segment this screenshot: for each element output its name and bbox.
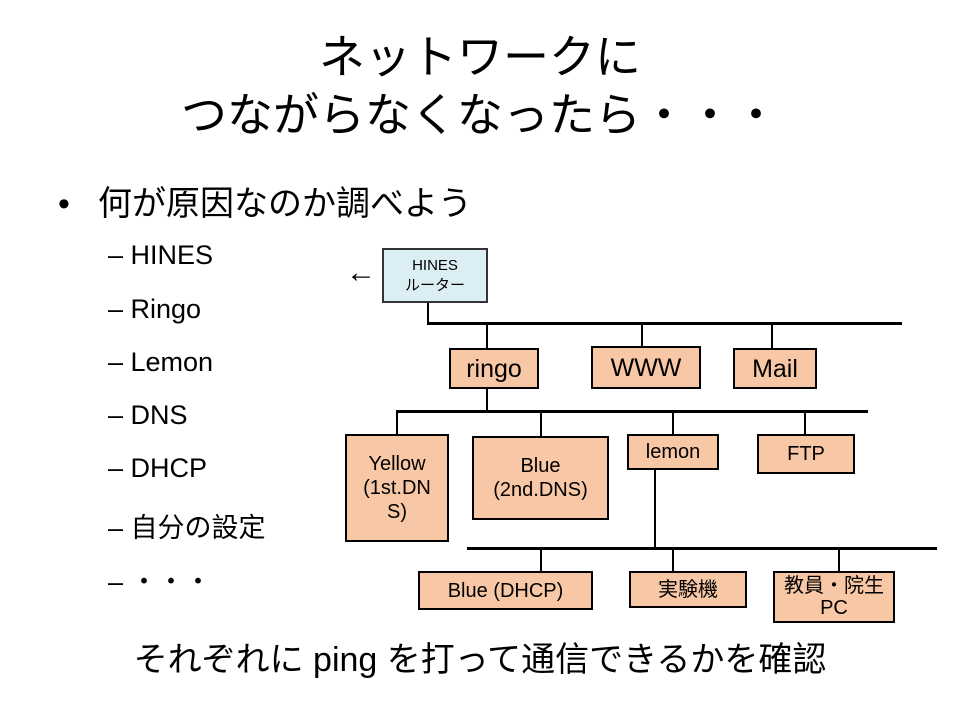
www-node: WWW bbox=[591, 346, 701, 389]
sub-item-ringo: – Ringo bbox=[108, 294, 202, 324]
title-line-1: ネットワークに bbox=[319, 31, 641, 83]
slide-title: ネットワークに つながらなくなったら・・・ bbox=[0, 28, 960, 144]
yellow-drop-line bbox=[396, 410, 398, 434]
lemon-drop-line bbox=[672, 410, 674, 434]
bottom-bus-line bbox=[467, 547, 937, 550]
faculty-student-pc-node: 教員・院生 PC bbox=[773, 571, 895, 623]
title-line-2: つながらなくなったら・・・ bbox=[181, 89, 779, 141]
jikkenki-drop-line bbox=[672, 547, 674, 571]
sub-item-hines: – HINES bbox=[108, 240, 214, 270]
hines-router-node: HINES ルーター bbox=[382, 248, 488, 303]
blue-dhcp-node: Blue (DHCP) bbox=[418, 571, 593, 610]
ringo-drop-line bbox=[486, 322, 488, 348]
sub-item-etc: – ・・・ bbox=[108, 567, 212, 597]
router-label-2: ルーター bbox=[404, 276, 465, 294]
sub-item-dns: – DNS bbox=[108, 400, 188, 430]
arrow-left-icon: ← bbox=[346, 256, 376, 289]
ftp-node: FTP bbox=[757, 434, 855, 474]
kyoin-drop-line bbox=[838, 547, 840, 571]
sub-item-lemon: – Lemon bbox=[108, 347, 214, 377]
ringo-to-mid-bus-line bbox=[486, 388, 488, 412]
middle-bus-line bbox=[396, 410, 868, 413]
sub-item-own-settings: – 自分の設定 bbox=[108, 513, 266, 543]
jikkenki-node: 実験機 bbox=[629, 571, 747, 608]
sub-item-dhcp: – DHCP bbox=[108, 453, 208, 483]
main-bullet: • 何が原因なのか調べよう bbox=[58, 176, 472, 225]
bullet-dot: • bbox=[58, 185, 70, 223]
lemon-to-bottom-bus-line bbox=[654, 469, 656, 549]
bullet-text: 何が原因なのか調べよう bbox=[98, 185, 472, 223]
mail-node: Mail bbox=[733, 348, 817, 389]
ringo-node: ringo bbox=[449, 348, 539, 389]
router-label-1: HINES bbox=[412, 256, 458, 274]
blue-dhcp-drop-line bbox=[540, 547, 542, 571]
ftp-drop-line bbox=[804, 410, 806, 436]
www-drop-line bbox=[641, 322, 643, 346]
lemon-node: lemon bbox=[627, 434, 719, 470]
mail-drop-line bbox=[771, 322, 773, 348]
yellow-dns-node: Yellow (1st.DN S) bbox=[345, 434, 449, 542]
blue-dns-node: Blue (2nd.DNS) bbox=[472, 436, 609, 520]
blue-drop-line bbox=[540, 410, 542, 436]
router-drop-line bbox=[427, 302, 429, 324]
top-bus-line bbox=[427, 322, 902, 325]
bottom-instruction: それぞれに ping を打って通信できるかを確認 bbox=[133, 641, 827, 679]
